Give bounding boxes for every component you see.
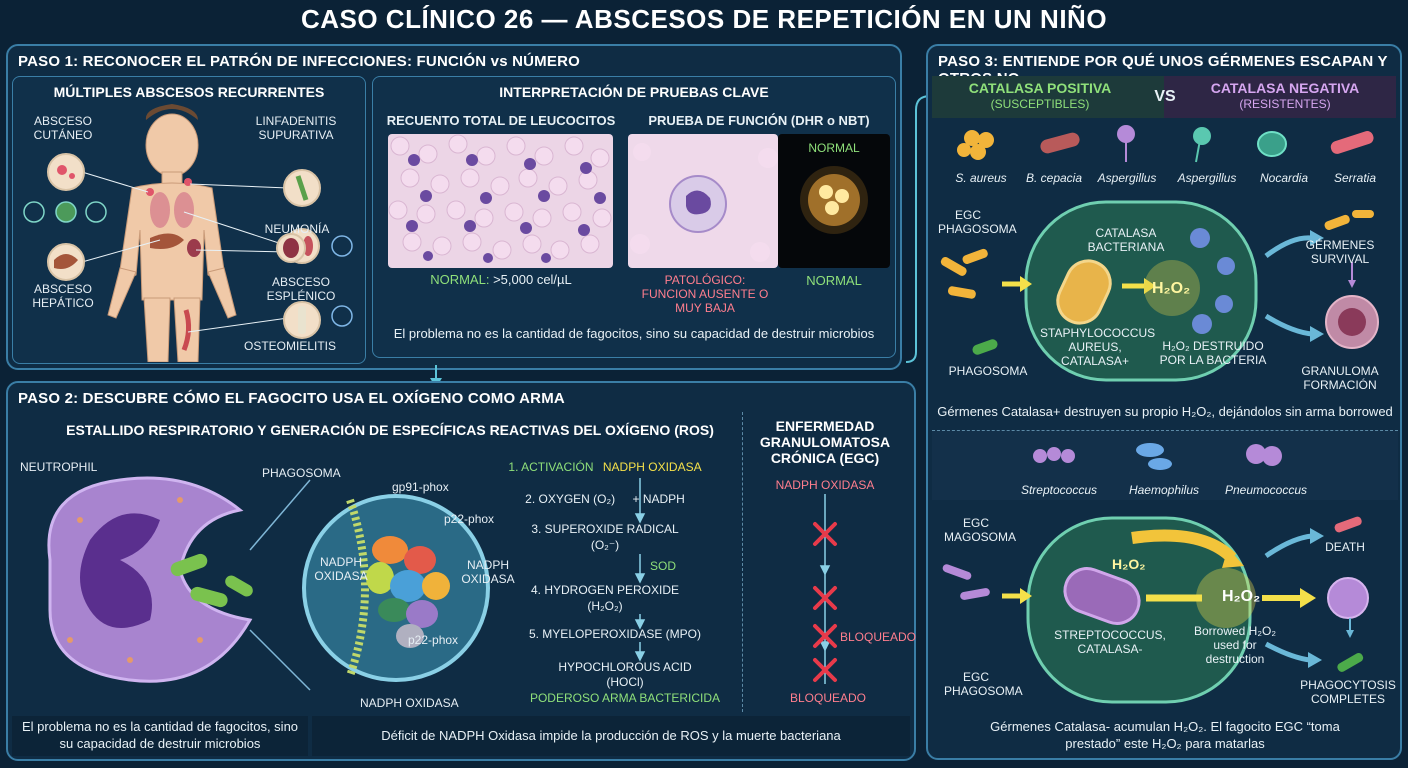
neutrophil-illustration	[47, 476, 490, 691]
bottom-death: DEATH	[1325, 540, 1365, 554]
bottom-borrowed: Borrowed H₂O₂ used for destruction	[1193, 624, 1276, 666]
catalasa-pos-mechanism	[940, 200, 1379, 382]
normal-bottom-label: NORMAL	[806, 273, 862, 288]
steps-arrows	[634, 478, 646, 662]
paso2-subtitle: ESTALLIDO RESPIRATORIO Y GENERACIÓN DE E…	[66, 422, 714, 438]
pos-title: CATALASA POSITIVA	[968, 80, 1112, 96]
top-footer: Gérmenes Catalasa+ destruyen su propio H…	[937, 404, 1393, 419]
egc-divider	[742, 412, 743, 712]
paso2-footer-left: El problema no es la cantidad de fagocit…	[12, 716, 308, 756]
gp91-label: gp91-phox	[392, 480, 449, 494]
label-absceso-cutaneo: ABSCESO CUTÁNEO	[33, 114, 93, 142]
mid-germ-1: Streptococcus	[1020, 483, 1098, 497]
bottom-egc-phagosoma: EGC PHAGOSOMA	[944, 670, 1023, 698]
step3-label: 3. SUPEROXIDE RADICAL	[531, 522, 679, 536]
sod-label: SOD	[650, 559, 677, 573]
step2-label: 2. OXYGEN (O₂)	[525, 492, 616, 506]
catalasa-neg-header	[1164, 76, 1396, 118]
nadph-bottom-label: NADPH OXIDASA	[360, 696, 459, 710]
top-h2o2: H₂O₂	[1152, 280, 1191, 297]
neg-germ-1: Aspergillus	[1177, 171, 1237, 185]
bottom-strep: STREPTOCOCCUS, CATALASA-	[1054, 628, 1166, 656]
spleen-icon	[276, 233, 306, 263]
step6-note: PODEROSO ARMA BACTERICIDA	[529, 691, 721, 705]
bottom-footer: Gérmenes Catalasa- acumulan H₂O₂. El fag…	[990, 719, 1340, 751]
paso1-footer: El problema no es la cantidad de fagocit…	[393, 326, 875, 341]
dhr-pathologic-image	[628, 134, 778, 268]
phagosoma-label: PHAGOSOMA	[262, 466, 341, 480]
function-title: PRUEBA DE FUNCIÓN (DHR o NBT)	[648, 113, 870, 128]
nadph-left-label: NADPH OXIDASA	[314, 555, 368, 583]
bottom-complete: PHAGOCYTOSIS COMPLETES	[1300, 678, 1396, 706]
page-title: CASO CLÍNICO 26 — ABSCESOS DE REPETICIÓN…	[300, 4, 1108, 34]
normal-top-label: NORMAL	[808, 141, 860, 155]
count-normal-value: >5,000 cel/µL	[493, 272, 572, 287]
count-title: RECUENTO TOTAL DE LEUCOCITOS	[386, 113, 616, 128]
step6-formula: (HOCl)	[606, 675, 644, 689]
paso1-title: PASO 1: RECONOCER EL PATRÓN DE INFECCION…	[18, 53, 580, 70]
step1: 1. ACTIVACIÓN NADPH OXIDASA	[490, 460, 720, 474]
pathologic-label: PATOLÓGICO: FUNCION AUSENTE O MUY BAJA	[641, 273, 769, 315]
p22-top-label: p22-phox	[444, 512, 495, 526]
pos-germ-3: Aspergillus	[1097, 171, 1157, 185]
step4-formula: (H₂O₂)	[587, 599, 623, 613]
label-absceso-hepatico: ABSCESO HEPÁTICO	[32, 282, 94, 310]
step2: 2. OXYGEN (O₂) + NADPH	[490, 492, 720, 506]
mid-germ-3: Pneumococcus	[1224, 483, 1308, 497]
paso2-footer-right: Déficit de NADPH Oxidasa impide la produ…	[312, 716, 910, 756]
step1-label: 1. ACTIVACIÓN	[508, 460, 594, 474]
egc-blocked-chain	[813, 494, 837, 684]
pos-germ-2: B. cepacia	[1025, 171, 1083, 185]
germs-row-icons	[957, 125, 1374, 163]
child-body-illustration	[23, 104, 353, 362]
top-granuloma: GRANULOMA FORMACIÓN	[1301, 364, 1379, 392]
step4-label: 4. HYDROGEN PEROXIDE	[530, 583, 680, 597]
mid-germs-band	[932, 430, 1398, 500]
neg-germ-3: Serratia	[1333, 171, 1377, 185]
neutrophil-label: NEUTROPHIL	[20, 460, 98, 474]
step1-enzyme: NADPH OXIDASA	[602, 460, 702, 474]
step3-formula: (O₂⁻)	[590, 538, 620, 552]
label-neumonia: NEUMONÍA	[264, 222, 330, 236]
dhr-normal-image	[778, 134, 890, 268]
nadph-right-label: NADPH OXIDASA	[461, 558, 515, 586]
count-normal-text: NORMAL: >5,000 cel/µL	[380, 272, 622, 287]
mid-germs-icons	[1033, 443, 1282, 470]
neg-germ-2: Nocardia	[1259, 171, 1309, 185]
count-normal-label: NORMAL:	[430, 272, 490, 287]
egc-title: ENFERMEDAD GRANULOMATOSA CRÓNICA (EGC)	[759, 418, 891, 466]
abscesos-title: MÚLTIPLES ABSCESOS RECURRENTES	[53, 84, 325, 100]
top-survival: GÉRMENES SURVIVAL	[1305, 238, 1375, 266]
catalasa-neg-mechanism	[942, 516, 1369, 704]
top-phagosoma: PHAGOSOMA	[948, 364, 1028, 378]
bloqueado-2: BLOQUEADO	[790, 691, 867, 705]
label-linfadenitis: LINFADENITIS SUPURATIVA	[255, 114, 337, 142]
vs-label: VS	[1154, 88, 1176, 105]
flow-arrows	[430, 90, 940, 388]
neg-title: CATALASA NEGATIVA	[1210, 80, 1360, 96]
mid-germ-2: Haemophilus	[1128, 483, 1200, 497]
top-destroyed: H₂O₂ DESTRUIDO POR LA BACTERIA	[1159, 339, 1267, 367]
label-osteomielitis: OSTEOMIELITIS	[243, 339, 336, 353]
pos-sub: (SUSCEPTIBLES)	[990, 97, 1090, 111]
paso2-title: PASO 2: DESCUBRE CÓMO EL FAGOCITO USA EL…	[18, 390, 565, 407]
label-absceso-esplenico: ABSCESO ESPLÉNICO	[266, 275, 336, 303]
neg-sub: (RESISTENTES)	[1239, 97, 1331, 111]
bottom-h2o2-big: H₂O₂	[1222, 588, 1261, 605]
top-catalasa: CATALASA BACTERIANA	[1087, 226, 1165, 254]
egc-enzyme: NADPH OXIDASA	[775, 478, 875, 492]
pos-germ-1: S. aureus	[955, 171, 1007, 185]
top-egc-phagosoma: EGC PHAGOSOMA	[938, 208, 1017, 236]
step2-plus: + NADPH	[632, 492, 685, 506]
top-staph: STAPHYLOCOCCUS AUREUS, CATALASA+	[1040, 326, 1156, 368]
bottom-h2o2-small: H₂O₂	[1112, 556, 1146, 572]
catalasa-pos-header	[932, 76, 1164, 118]
step6-label: HYPOCHLOROUS ACID	[558, 660, 692, 674]
bottom-egc-magosoma: EGC MAGOSOMA	[944, 516, 1017, 544]
pruebas-title: INTERPRETACIÓN DE PRUEBAS CLAVE	[499, 84, 769, 100]
p22-bottom-label: p22-phox	[408, 633, 459, 647]
step5-label: 5. MYELOPEROXIDASE (MPO)	[528, 627, 702, 641]
blood-smear-image	[388, 134, 613, 268]
bloqueado-1: BLOQUEADO	[840, 630, 917, 644]
